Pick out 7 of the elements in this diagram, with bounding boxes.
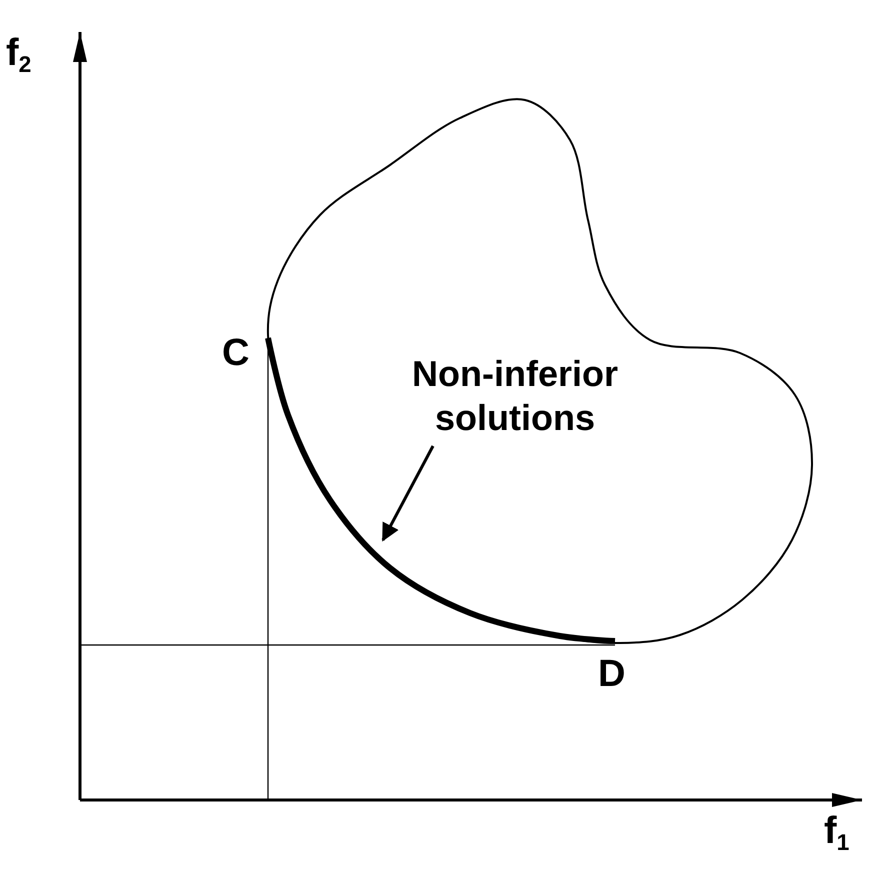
pareto-front-curve bbox=[265, 337, 616, 644]
point-label: C bbox=[222, 334, 250, 372]
axis-label: f$_{2}$ bbox=[6, 34, 32, 76]
point-label: D bbox=[598, 655, 626, 693]
axis-label: f$_{1}$ bbox=[824, 812, 850, 854]
leader-arrow bbox=[382, 445, 434, 542]
callout-text: Non-inferior solutions bbox=[411, 352, 619, 440]
